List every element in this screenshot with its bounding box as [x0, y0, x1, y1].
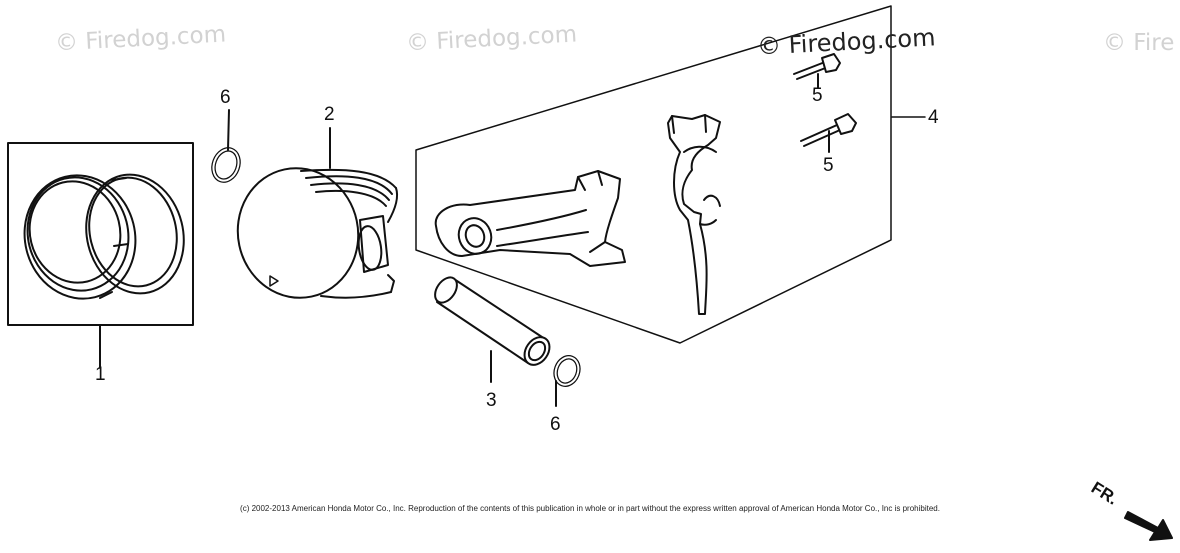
- callout-piston[interactable]: 2: [324, 104, 335, 125]
- callout-piston-pin[interactable]: 3: [486, 390, 497, 411]
- callout-ring-set[interactable]: 1: [95, 364, 106, 385]
- callout-connecting-rod-assy[interactable]: 4: [928, 107, 939, 128]
- piston[interactable]: [226, 128, 397, 309]
- piston-pin-clip-lower[interactable]: [552, 354, 582, 406]
- callout-rod-bolt-lower[interactable]: 5: [823, 155, 834, 176]
- front-direction-arrow: [1125, 512, 1172, 540]
- piston-pin-clip-upper[interactable]: [209, 110, 242, 184]
- callout-clip-lower[interactable]: 6: [550, 414, 561, 435]
- piston-ring-set[interactable]: [8, 143, 196, 368]
- rod-bolt-upper[interactable]: [794, 54, 840, 88]
- piston-pin[interactable]: [431, 273, 555, 382]
- watermark: © Fire: [1103, 30, 1175, 56]
- copyright-notice: (c) 2002-2013 American Honda Motor Co., …: [240, 504, 940, 513]
- connecting-rod-assy[interactable]: [416, 6, 925, 343]
- rod-bolt-lower[interactable]: [801, 114, 856, 152]
- callout-rod-bolt-upper[interactable]: 5: [812, 85, 823, 106]
- callout-clip-upper[interactable]: 6: [220, 87, 231, 108]
